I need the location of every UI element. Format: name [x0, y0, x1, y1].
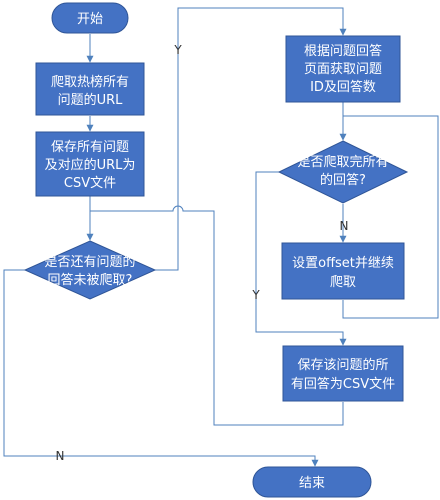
edge-decision-no-to-end [3, 269, 319, 467]
node-save-questions-line-1: 保存所有问题 [51, 140, 129, 155]
edge-label-answers-yes: Y [251, 288, 260, 302]
node-save-questions-line-2: 及对应的URL为 [45, 157, 136, 173]
node-end: 结束 [252, 466, 372, 498]
node-save-answers-line-1: 保存该问题的所 [297, 357, 388, 373]
edge-label-questions-yes: Y [173, 43, 182, 57]
node-crawl-hot-line-1: 爬取热榜所有 [51, 74, 129, 90]
node-start: 开始 [51, 2, 129, 34]
edge-decision-yes-to-saveanswers [255, 171, 347, 346]
node-decision-answers-line-2: 的回答? [320, 172, 366, 188]
node-save-questions-line-3: CSV文件 [64, 176, 116, 191]
node-get-ids-line-2: 页面获取问题 [304, 62, 382, 77]
edge-offset-loop-back [342, 115, 439, 319]
edge-saveanswers-loop-back [90, 205, 344, 426]
edge-label-answers-no: N [340, 219, 349, 233]
edge-decision-yes-to-getids [155, 7, 347, 271]
node-decision-answers-line-1: 是否爬取完所有 [297, 155, 388, 170]
node-crawl-hot-line-2: 问题的URL [58, 92, 124, 108]
node-decision-questions-line-2: 回答未被爬取? [48, 272, 133, 288]
node-decision-answers: 是否爬取完所有 的回答? [277, 140, 409, 204]
node-decision-questions: 是否还有问题的 回答未被爬取? [23, 240, 157, 300]
node-start-text: 开始 [77, 12, 103, 27]
node-set-offset-line-2: 爬取 [330, 275, 356, 290]
node-set-offset-line-1: 设置offset并继续 [292, 256, 394, 271]
node-save-answers-line-2: 有回答为CSV文件 [291, 376, 395, 392]
node-save-questions: 保存所有问题 及对应的URL为 CSV文件 [35, 131, 145, 197]
node-crawl-hot: 爬取热榜所有 问题的URL [35, 62, 145, 116]
node-decision-questions-line-1: 是否还有问题的 [44, 254, 135, 270]
node-get-ids: 根据问题回答 页面获取问题 ID及回答数 [285, 35, 401, 103]
node-save-answers: 保存该问题的所 有回答为CSV文件 [282, 345, 404, 402]
node-get-ids-line-1: 根据问题回答 [304, 43, 382, 59]
node-end-text: 结束 [299, 476, 325, 491]
node-get-ids-line-3: ID及回答数 [310, 79, 376, 95]
node-set-offset: 设置offset并继续 爬取 [281, 242, 405, 300]
edge-label-questions-no: N [56, 449, 65, 463]
